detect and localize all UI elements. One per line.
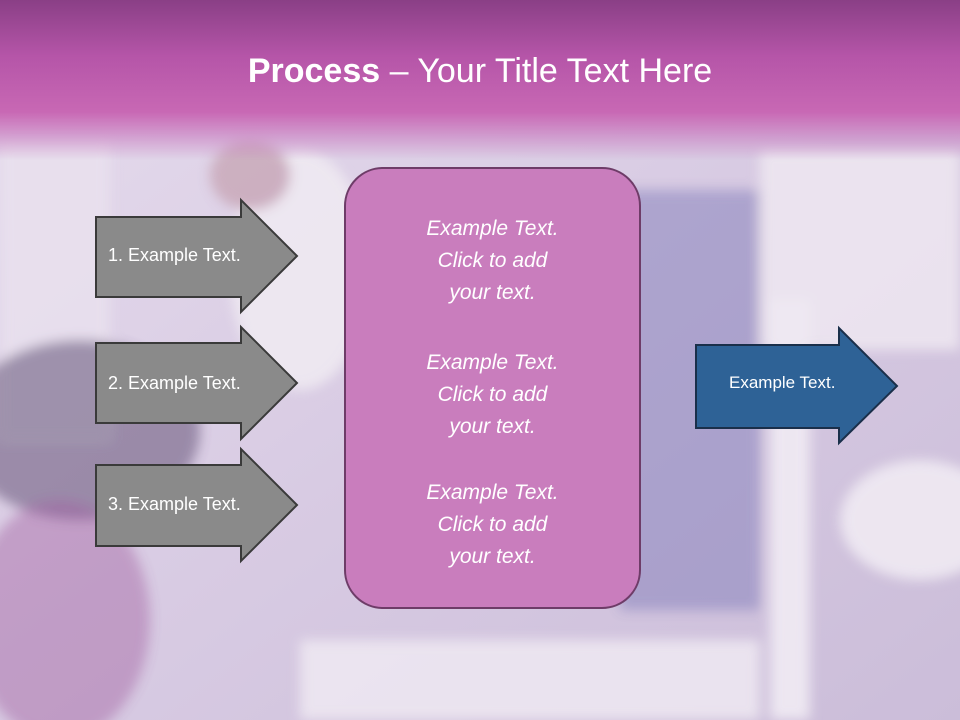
right-arrow[interactable] [695,325,899,446]
center-text-block-2: Example Text. Click to add your text. [345,347,640,443]
center-text-line: Example Text. [426,351,559,374]
center-box[interactable] [344,167,641,609]
title-bold: Process [247,52,381,90]
title-rest: – Your Title Text Here [380,52,713,90]
center-text-block-3: Example Text. Click to add your text. [345,477,640,573]
center-text-line: your text. [449,281,536,304]
center-text-line: Click to add [437,513,548,536]
center-text-line: Example Text. [426,217,559,240]
left-arrow-label-1: 1. Example Text. [108,245,241,265]
slide-title[interactable]: Process – Your Title Text Here [0,52,960,91]
center-text-block-1: Example Text. Click to add your text. [345,213,640,309]
center-text-line: your text. [449,545,536,568]
title-band [0,0,960,160]
left-arrow-label-3: 3. Example Text. [108,494,241,514]
center-text-line: your text. [449,415,536,438]
left-arrow-2[interactable] [95,324,299,442]
left-arrow-1[interactable] [95,197,299,315]
center-text-line: Click to add [437,249,548,272]
center-text-line: Example Text. [426,481,559,504]
center-text-line: Click to add [437,383,548,406]
right-arrow-label: Example Text. [729,373,836,392]
left-arrow-3[interactable] [95,446,299,564]
left-arrow-label-2: 2. Example Text. [108,373,241,393]
